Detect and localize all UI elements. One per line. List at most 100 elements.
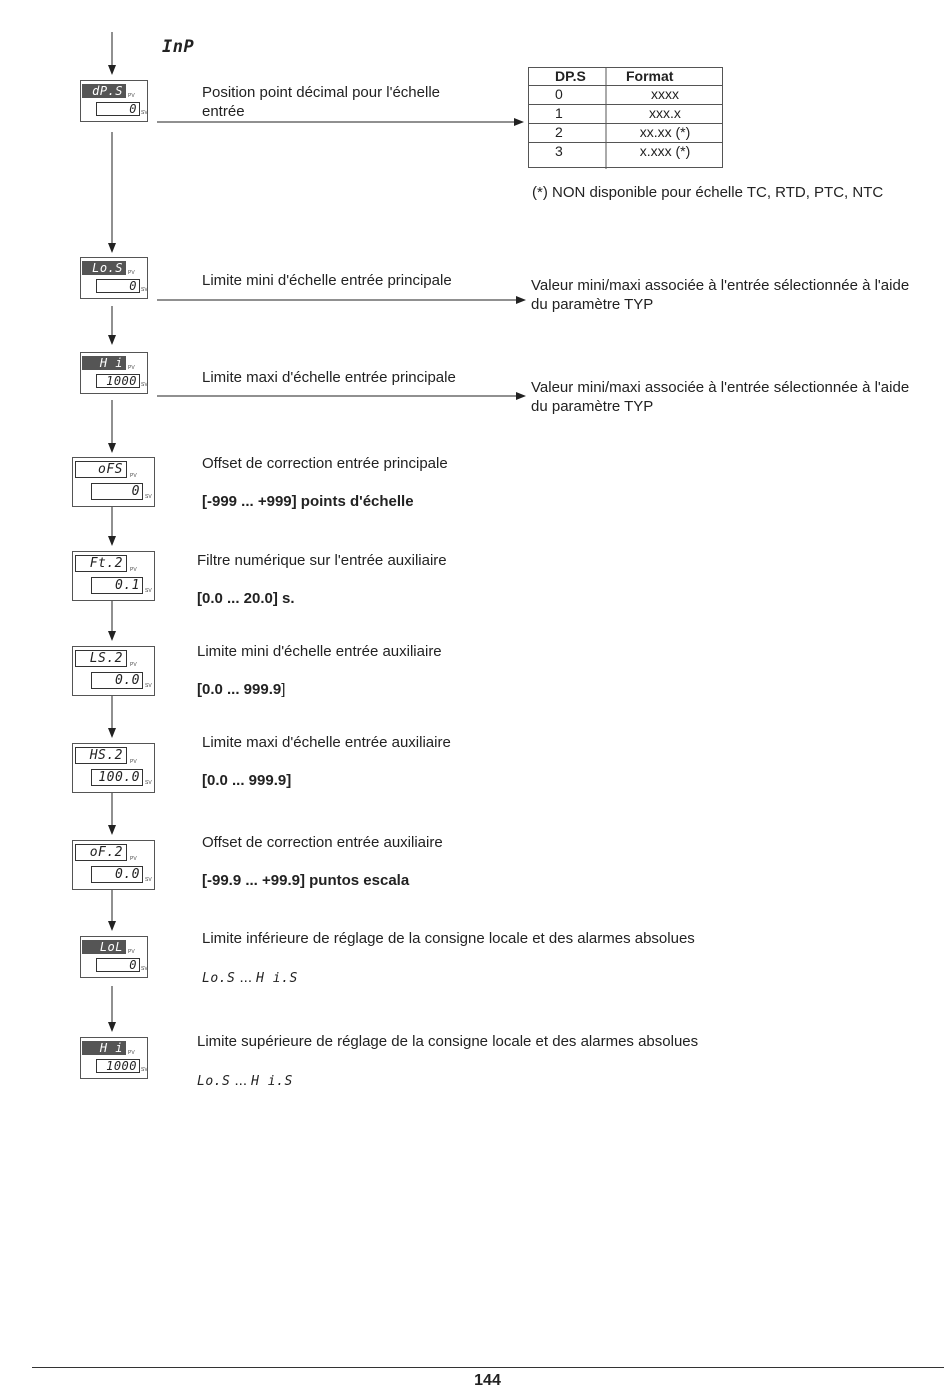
param-display-hil: H i .L PV 1000 SV	[80, 1037, 148, 1079]
sv-label: SV	[145, 877, 152, 883]
param-display-dps: dP.S PV 0 SV	[80, 80, 148, 122]
sv-display: 0.0	[91, 866, 143, 883]
sv-display: 1000	[96, 1059, 140, 1073]
table-row: 0 xxxx	[529, 86, 722, 105]
table-cell: 2	[555, 124, 563, 140]
param-display-his: H i .S PV 1000 SV	[80, 352, 148, 394]
table-cell: xx.xx (*)	[639, 124, 691, 140]
pv-display: Lo.S	[82, 261, 126, 275]
param-range: [0.0 ... 999.9]	[202, 772, 292, 789]
param-range: [0.0 ... 20.0] s.	[197, 590, 295, 607]
sv-label: SV	[141, 287, 148, 293]
sv-label: SV	[145, 494, 152, 500]
range-separator: ...	[235, 969, 257, 986]
pv-label: PV	[130, 567, 137, 573]
sv-label: SV	[145, 683, 152, 689]
param-range-tail: ]	[281, 681, 286, 698]
pv-display: Ft.2	[75, 555, 127, 572]
param-range-line: [0.0 ... 999.9]	[197, 680, 285, 699]
param-display-ofs: oFS PV 0 SV	[72, 457, 155, 507]
param-note-line2: du paramètre TYP	[531, 398, 654, 415]
table-note: (*) NON disponible pour échelle TC, RTD,…	[532, 184, 884, 201]
sv-display: 0.0	[91, 672, 143, 689]
pv-label: PV	[128, 949, 135, 955]
sv-label: SV	[145, 588, 152, 594]
param-range: [-99.9 ... +99.9] puntos escala	[202, 872, 410, 889]
pv-label: PV	[130, 473, 137, 479]
table-cell: 0	[555, 86, 563, 102]
table-header-dps: DP.S	[555, 68, 586, 84]
param-desc: Filtre numérique sur l'entrée auxiliaire	[197, 552, 447, 569]
param-desc: Limite maxi d'échelle entrée auxiliaire	[202, 734, 451, 751]
param-display-of2: oF.2 PV 0.0 SV	[72, 840, 155, 890]
pv-label: PV	[130, 856, 137, 862]
table-row: 3 x.xxx (*)	[529, 143, 722, 162]
range-max-code: H i.S	[251, 1074, 293, 1089]
sv-label: SV	[145, 780, 152, 786]
param-desc: Limite mini d'échelle entrée principale	[202, 272, 452, 289]
range-min-code: Lo.S	[197, 1074, 231, 1089]
sv-display: 0.1	[91, 577, 143, 594]
sv-display: 1000	[96, 374, 140, 388]
table-row: 1 xxx.x	[529, 105, 722, 124]
pv-display: HS.2	[75, 747, 127, 764]
pv-display: LS.2	[75, 650, 127, 667]
pv-label: PV	[128, 365, 135, 371]
pv-display: H i .L	[82, 1041, 126, 1069]
table-row: 2 xx.xx (*)	[529, 124, 722, 143]
sv-display: 0	[96, 102, 140, 116]
decimal-point-table: DP.S Format 0 xxxx 1 xxx.x 2 xx.xx (*) 3…	[528, 67, 723, 169]
pv-label: PV	[130, 662, 137, 668]
footer-divider	[32, 1367, 944, 1368]
section-title: InP	[162, 37, 195, 57]
table-cell: xxxx	[651, 86, 679, 102]
table-cell: 3	[555, 143, 563, 159]
param-range-line: Lo.S ... H i.S	[197, 1071, 293, 1091]
pv-display: H i .S	[82, 356, 126, 384]
table-header-format: Format	[626, 68, 674, 84]
param-desc: Offset de correction entrée auxiliaire	[202, 834, 443, 851]
pv-label: PV	[128, 270, 135, 276]
param-range-line: Lo.S ... H i.S	[202, 968, 298, 988]
param-display-los: Lo.S PV 0 SV	[80, 257, 148, 299]
pv-display: oF.2	[75, 844, 127, 861]
param-range: [-999 ... +999] points d'échelle	[202, 493, 414, 510]
param-desc: Limite supérieure de réglage de la consi…	[197, 1033, 699, 1050]
param-desc: Limite mini d'échelle entrée auxiliaire	[197, 643, 442, 660]
pv-label: PV	[128, 1050, 135, 1056]
param-display-ls2: LS.2 PV 0.0 SV	[72, 646, 155, 696]
param-note: Valeur mini/maxi associée à l'entrée sél…	[531, 277, 910, 294]
pv-label: PV	[128, 93, 135, 99]
param-desc: Position point décimal pour l'échelle	[202, 84, 441, 101]
param-display-ft2: Ft.2 PV 0.1 SV	[72, 551, 155, 601]
table-lines	[529, 68, 722, 169]
sv-label: SV	[141, 1067, 148, 1073]
param-note: Valeur mini/maxi associée à l'entrée sél…	[531, 379, 910, 396]
param-desc-line2: entrée	[202, 103, 245, 120]
range-separator: ...	[230, 1072, 252, 1089]
param-range: [0.0 ... 999.9	[197, 681, 282, 698]
param-display-lol: LoL PV 0 SV	[80, 936, 148, 978]
sv-label: SV	[141, 382, 148, 388]
table-cell: x.xxx (*)	[639, 143, 691, 159]
sv-display: 100.0	[91, 769, 143, 786]
page-number: 144	[474, 1372, 501, 1389]
sv-display: 0	[96, 958, 140, 972]
param-desc: Limite maxi d'échelle entrée principale	[202, 369, 456, 386]
pv-display: oFS	[75, 461, 127, 478]
param-desc: Offset de correction entrée principale	[202, 455, 448, 472]
param-display-hs2: HS.2 PV 100.0 SV	[72, 743, 155, 793]
range-min-code: Lo.S	[202, 971, 236, 986]
param-desc: Limite inférieure de réglage de la consi…	[202, 930, 695, 947]
sv-display: 0	[96, 279, 140, 293]
pv-display: dP.S	[82, 84, 126, 98]
sv-display: 0	[91, 483, 143, 500]
pv-display: LoL	[82, 940, 126, 954]
param-note-line2: du paramètre TYP	[531, 296, 654, 313]
pv-label: PV	[130, 759, 137, 765]
sv-label: SV	[141, 966, 148, 972]
table-cell: 1	[555, 105, 563, 121]
sv-label: SV	[141, 110, 148, 116]
range-max-code: H i.S	[256, 971, 298, 986]
